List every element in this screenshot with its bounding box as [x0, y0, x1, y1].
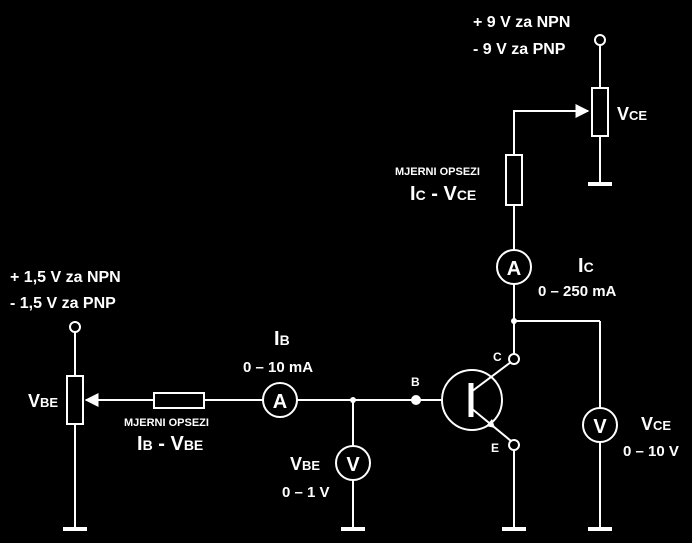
voltmeter-base-label: VBE [290, 454, 320, 474]
collector-supply-terminal [594, 34, 606, 46]
ammeter-collector-label: IC [578, 255, 594, 277]
transistor-body [441, 369, 503, 431]
vce-pot-label: VCE [617, 104, 647, 124]
base-supply-label-npn: + 1,5 V za NPN [10, 269, 121, 286]
collector-node [508, 353, 520, 365]
emitter-arrow [486, 419, 495, 428]
vbe-pot-label: VBE [28, 391, 58, 411]
collector-range-label: IC - VCE [410, 183, 476, 205]
ammeter-base-symbol: A [273, 391, 287, 413]
vce-pot-wiper [513, 104, 590, 155]
collector-supply-label-npn: + 9 V za NPN [473, 14, 570, 31]
base-supply-label-pnp: - 1,5 V za PNP [10, 295, 116, 312]
base-range-resistor [153, 392, 205, 409]
base-range-title: MJERNI OPSEZI [124, 417, 209, 429]
emitter-terminal-label: E [491, 441, 499, 455]
voltmeter-base-symbol: V [346, 454, 360, 476]
collector-supply-label-pnp: - 9 V za PNP [473, 41, 566, 58]
voltmeter-collector-symbol: V [593, 416, 607, 438]
collector-range-title: MJERNI OPSEZI [395, 166, 480, 178]
base-supply-terminal [69, 321, 81, 333]
voltmeter-base-range: 0 – 1 V [282, 484, 330, 501]
base-terminal-label: B [411, 375, 420, 389]
ammeter-base-range: 0 – 10 mA [243, 359, 313, 376]
collector-terminal-label: C [493, 350, 502, 364]
voltmeter-collector-label: VCE [641, 414, 671, 434]
ammeter-collector-range: 0 – 250 mA [538, 283, 617, 300]
vbe-potentiometer [66, 375, 84, 425]
base-range-label: IB - VBE [137, 433, 203, 455]
collector-range-resistor [505, 154, 523, 206]
ammeter-collector-symbol: A [507, 258, 521, 280]
transistor-collector-lead [470, 361, 512, 393]
voltmeter-collector-range: 0 – 10 V [623, 443, 679, 460]
vce-potentiometer [591, 87, 609, 137]
ammeter-base-label: IB [274, 328, 290, 350]
